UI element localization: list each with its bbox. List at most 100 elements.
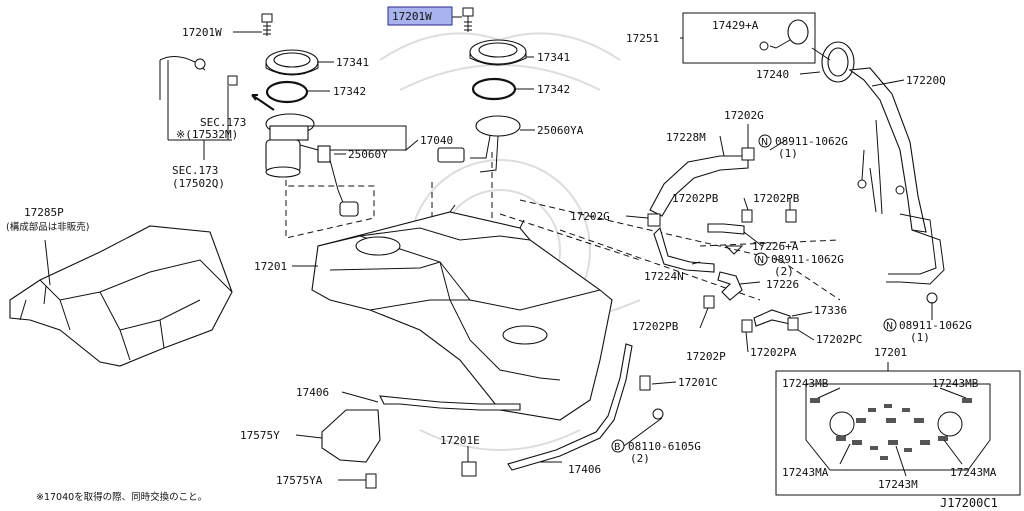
- clamp-17202pb-b[interactable]: [785, 209, 797, 223]
- clamp-17202g-top[interactable]: [741, 147, 755, 161]
- label-17202g-mid[interactable]: 17202G: [570, 210, 610, 223]
- fuel-pump-assembly[interactable]: [265, 113, 359, 217]
- filler-cap-17429a[interactable]: [759, 19, 809, 51]
- bolt-17201e[interactable]: [461, 461, 477, 477]
- strap-17406-right[interactable]: [507, 343, 633, 471]
- label-17228m[interactable]: 17228M: [666, 131, 706, 144]
- label-17243mb-a[interactable]: [810, 398, 820, 403]
- clamp-17202pc[interactable]: [787, 317, 799, 331]
- label-sec173-b-sub: (17502Q): [172, 177, 225, 190]
- fuel-line-bracket[interactable]: [159, 56, 238, 100]
- svg-text:08911-1062G: 08911-1062G: [771, 253, 844, 266]
- gasket-17342-center[interactable]: [471, 77, 517, 101]
- label-17575ya[interactable]: 17575YA: [276, 474, 323, 487]
- label-17201c[interactable]: 17201C: [678, 376, 718, 389]
- svg-text:N: N: [757, 255, 764, 266]
- bolt-17201w-left[interactable]: [261, 13, 273, 36]
- label-17336[interactable]: 17336: [814, 304, 847, 317]
- lock-ring-17341-left[interactable]: [265, 49, 319, 76]
- label-17202pa[interactable]: 17202PA: [750, 346, 797, 359]
- strap-17406-left[interactable]: [379, 395, 521, 411]
- protector-17575y[interactable]: [321, 409, 381, 463]
- filler-seal-17240[interactable]: [821, 41, 855, 83]
- hose-17228m[interactable]: [649, 155, 749, 217]
- callout-08911-a[interactable]: N 08911-1062G (1): [758, 134, 848, 160]
- fuel-level-sensor-assembly[interactable]: [437, 115, 521, 173]
- direction-arrow: [251, 94, 275, 111]
- hose-17336[interactable]: [753, 309, 791, 327]
- label-17429a[interactable]: 17429+A: [712, 19, 759, 32]
- svg-text:(2): (2): [630, 452, 650, 465]
- label-17220q[interactable]: 17220Q: [906, 74, 946, 87]
- label-17243mb-b[interactable]: [962, 398, 972, 403]
- filler-group: [682, 12, 945, 285]
- label-17342-right[interactable]: 17342: [537, 83, 570, 96]
- clip-17575ya[interactable]: [365, 473, 377, 489]
- label-17201w-left[interactable]: 17201W: [182, 26, 222, 39]
- heat-insulator-17285p[interactable]: [9, 225, 233, 367]
- label-17202g-top[interactable]: 17202G: [724, 109, 764, 122]
- label-sec173-b[interactable]: SEC.173: [172, 164, 218, 177]
- label-17201[interactable]: 17201: [254, 260, 287, 273]
- svg-text:B: B: [614, 442, 621, 453]
- label-17202pc[interactable]: 17202PC: [816, 333, 862, 346]
- label-17201e[interactable]: 17201E: [440, 434, 480, 447]
- label-sec173-a[interactable]: SEC.173: [200, 116, 246, 129]
- fuel-gauge-center-group: [437, 7, 527, 173]
- label-17243m-cluster[interactable]: [836, 404, 948, 460]
- label-17202pb-b[interactable]: 17202PB: [753, 192, 800, 205]
- part-labels: 17201W 17201W 17341 17341 17342 17342 17…: [6, 6, 997, 491]
- svg-text:08911-1062G: 08911-1062G: [775, 135, 848, 148]
- svg-text:08110-6105G: 08110-6105G: [628, 440, 701, 453]
- label-17243ma-a-text[interactable]: 17243MA: [782, 466, 829, 479]
- label-17243mb-b-text[interactable]: 17243MB: [932, 377, 979, 390]
- label-17202pb-a[interactable]: 17202PB: [672, 192, 719, 205]
- lock-ring-17341-center[interactable]: [469, 39, 527, 66]
- clamp-17202pb-a[interactable]: [741, 209, 753, 223]
- svg-text:N: N: [761, 137, 768, 148]
- label-17406-b[interactable]: 17406: [568, 463, 601, 476]
- gasket-17342-left[interactable]: [265, 80, 309, 104]
- label-17240[interactable]: 17240: [756, 68, 789, 81]
- hose-17226[interactable]: [717, 271, 743, 301]
- fuel-pump-left-group: [159, 13, 359, 217]
- bolt-17201w-center[interactable]: [462, 7, 474, 32]
- label-25060ya[interactable]: 25060YA: [537, 124, 584, 137]
- svg-text:17201W: 17201W: [392, 10, 432, 23]
- label-17285p-note: (構成部品は非販売): [6, 221, 89, 233]
- label-17406-a[interactable]: 17406: [296, 386, 329, 399]
- label-25060y[interactable]: 25060Y: [348, 148, 388, 161]
- label-17285p[interactable]: 17285P: [24, 206, 64, 219]
- label-17341-left[interactable]: 17341: [336, 56, 369, 69]
- fuel-tank-17201[interactable]: [311, 204, 613, 421]
- callout-08911-b[interactable]: N 08911-1062G (2): [754, 252, 844, 278]
- filler-neck-17220q[interactable]: [848, 67, 945, 285]
- callout-08911-c[interactable]: N 08911-1062G (1): [883, 318, 972, 344]
- label-17243mb-a-text[interactable]: 17243MB: [782, 377, 829, 390]
- label-17243ma-b-text[interactable]: 17243MA: [950, 466, 997, 479]
- label-17202p[interactable]: 17202P: [686, 350, 726, 363]
- label-17224n[interactable]: 17224N: [644, 270, 684, 283]
- footnote: ※17040を取得の際、同時交換のこと。: [36, 491, 207, 503]
- label-17202pb-c[interactable]: 17202PB: [632, 320, 679, 333]
- label-17226a[interactable]: 17226+A: [752, 240, 799, 253]
- label-17243m-text[interactable]: 17243M: [878, 478, 918, 491]
- label-17201w-highlighted[interactable]: 17201W: [387, 6, 453, 26]
- label-17342-left[interactable]: 17342: [333, 85, 366, 98]
- label-17341-right[interactable]: 17341: [537, 51, 570, 64]
- label-17226[interactable]: 17226: [766, 278, 799, 291]
- leader-lines: [44, 16, 967, 481]
- label-17201-inset[interactable]: 17201: [874, 346, 907, 359]
- clamp-17202g-mid[interactable]: [647, 213, 661, 227]
- label-17575y[interactable]: 17575Y: [240, 429, 280, 442]
- label-17040[interactable]: 17040: [420, 134, 453, 147]
- clamp-17202p[interactable]: [703, 295, 715, 309]
- callout-08110[interactable]: B 08110-6105G (2): [611, 439, 701, 465]
- hose-17226a[interactable]: [707, 223, 745, 235]
- clamp-17202pa[interactable]: [741, 319, 753, 333]
- label-17251[interactable]: 17251: [626, 32, 659, 45]
- hoses-group: [647, 147, 938, 333]
- bolt-17201c[interactable]: [639, 375, 651, 391]
- hose-17224n[interactable]: [653, 226, 715, 273]
